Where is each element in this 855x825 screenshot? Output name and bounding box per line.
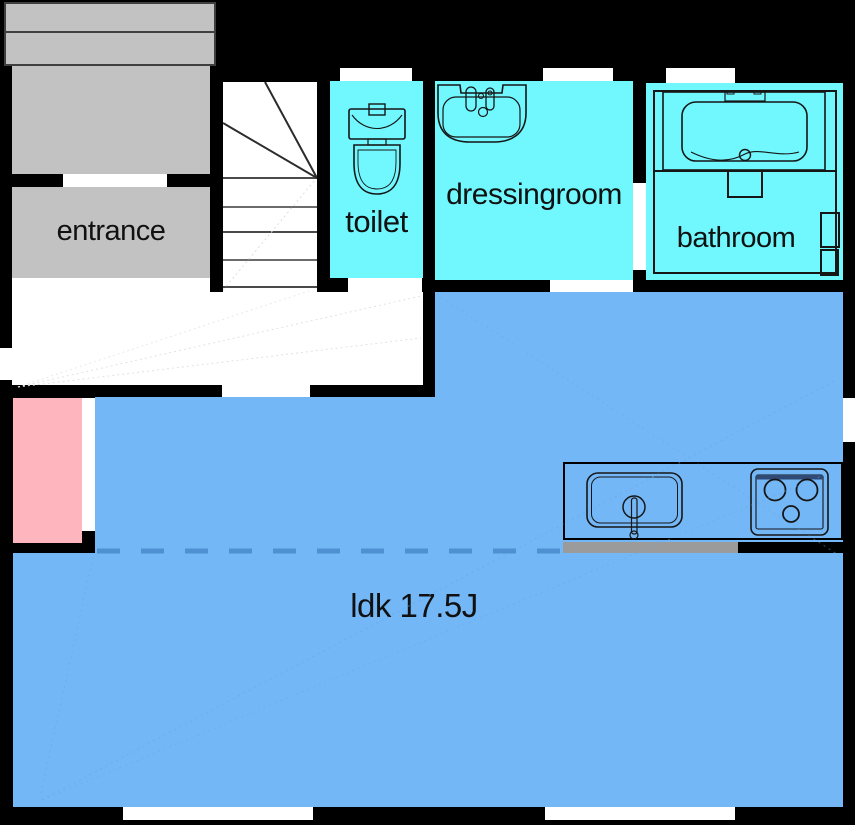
- room-label-dressingroom: dressingroom: [446, 178, 622, 211]
- entrance-hall-floor: [12, 66, 210, 174]
- toilet-fixture: [345, 103, 409, 197]
- entrance-door-opening: [63, 174, 167, 187]
- room-entrance: [12, 187, 210, 278]
- hallway-window-opening: [0, 348, 12, 380]
- bathtub-step: [727, 171, 763, 198]
- toilet-window-opening: [340, 68, 412, 81]
- pink-area-gap: [82, 398, 95, 531]
- ldk-window-opening-right: [843, 398, 855, 442]
- staircase: [222, 81, 318, 292]
- room-bathroom: [646, 83, 843, 280]
- bathroom-window-opening: [666, 68, 735, 83]
- cooktop-fixture: [748, 466, 832, 538]
- kitchen-sink-fixture: [575, 468, 695, 543]
- pink-storage-area: [13, 398, 82, 543]
- porch-step-line: [6, 31, 214, 33]
- toilet-door-opening: [348, 278, 422, 292]
- bathroom-counter-box: [820, 249, 839, 276]
- room-toilet: [330, 81, 423, 278]
- bathtub-fixture: [661, 90, 829, 174]
- hallway-ldk-door-opening: [222, 385, 310, 397]
- bathroom-inner-wall-outline: [653, 90, 837, 274]
- ldk-window-opening-bottom: [545, 807, 735, 820]
- hallway-floor: [12, 278, 210, 292]
- porch-steps: [4, 2, 216, 66]
- room-label-ldk: ldk 17.5J: [350, 587, 478, 624]
- room-label-entrance: entrance: [56, 215, 166, 247]
- bathroom-divider-line: [653, 170, 837, 172]
- room-label-bathroom: bathroom: [676, 222, 796, 254]
- bathroom-door-opening: [633, 183, 646, 270]
- bathroom-counter-box: [820, 212, 840, 248]
- hallway-floor: [12, 292, 423, 385]
- counter-edge-wall: [738, 542, 843, 553]
- room-label-toilet: toilet: [345, 204, 408, 239]
- dressingroom-window-opening: [543, 68, 613, 81]
- ldk-window-opening-bottom: [123, 807, 313, 820]
- room-dressingroom: [435, 81, 633, 280]
- washbasin-fixture: [436, 83, 528, 145]
- dressingroom-door-opening: [550, 280, 633, 292]
- counter-edge-gray: [563, 542, 738, 553]
